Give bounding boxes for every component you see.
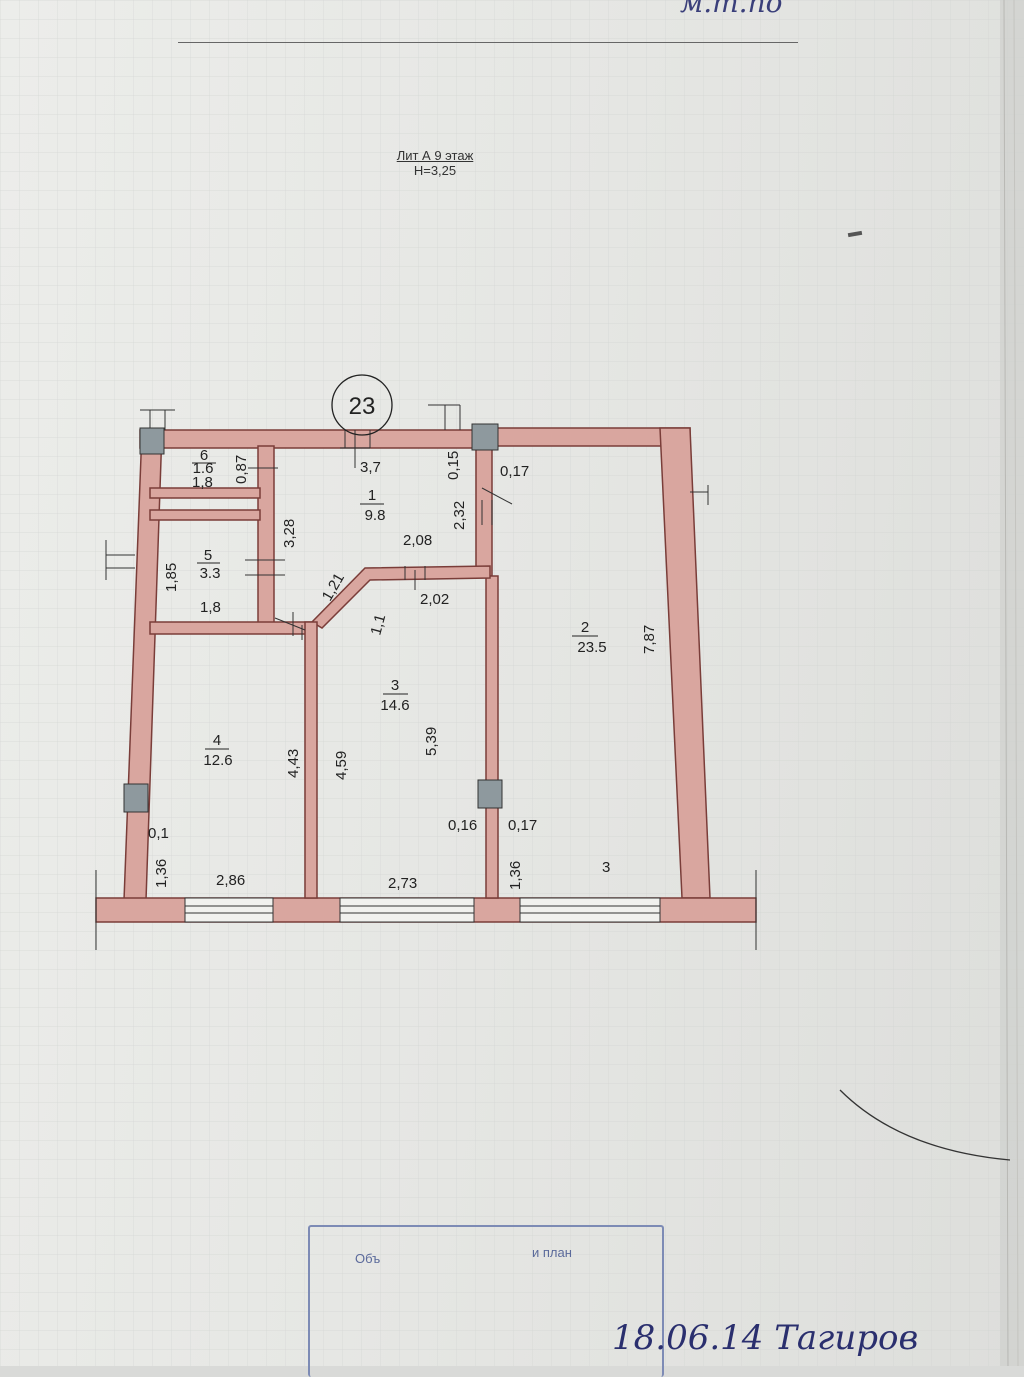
- room-6-number: 6: [200, 447, 208, 464]
- room-4-area: 12.6: [203, 752, 232, 769]
- dim-wall-016: 0,16: [448, 817, 477, 834]
- room-2-number: 2: [581, 619, 589, 636]
- dim-pier-left: 1,36: [153, 859, 170, 888]
- stamp-text-1: Объ: [355, 1251, 381, 1266]
- dim-room3-right: 5,39: [423, 727, 440, 756]
- wall-bath-right: [257, 445, 275, 627]
- dim-room6-width: 0,87: [233, 455, 250, 484]
- ceiling-height: H=3,25: [413, 163, 457, 178]
- dim-corridor-width: 3,7: [360, 459, 381, 476]
- window-room3: [339, 897, 475, 923]
- room-1-number: 1: [368, 487, 376, 504]
- room-5-area: 3.3: [200, 565, 221, 582]
- room-5-number: 5: [204, 547, 212, 564]
- top-handwritten-mark: м.т.по: [680, 0, 783, 19]
- wall-room5-top: [149, 509, 261, 521]
- dim-room4-length: 4,43: [285, 749, 302, 778]
- stamp-text-2: и план: [532, 1245, 572, 1260]
- wall-top-right: [484, 427, 691, 447]
- wall-room4-right: [304, 621, 318, 899]
- dim-wall-017-mid: 0,17: [508, 817, 537, 834]
- dim-pier-mid: 1,36: [507, 861, 524, 890]
- wall-top-left: [139, 429, 486, 449]
- window-room2: [519, 897, 661, 923]
- dim-wall-015: 0,15: [445, 451, 462, 480]
- dim-room3-window: 2,73: [388, 875, 417, 892]
- dim-corridor-328: 3,28: [281, 519, 298, 548]
- room-3-number: 3: [391, 677, 399, 694]
- dim-wall-01: 0,1: [148, 825, 169, 842]
- column-top-left: [139, 427, 165, 455]
- unit-number: 23: [349, 393, 376, 420]
- handwritten-signature: 18.06.14 Тагиров: [612, 1318, 919, 1358]
- wall-corridor-right: [475, 445, 493, 577]
- wall-room6-bottom: [149, 487, 261, 499]
- dim-room5-height: 1,85: [163, 563, 180, 592]
- dim-wall-017-top: 0,17: [500, 463, 529, 480]
- wall-room2-left: [485, 575, 499, 899]
- room-1-area: 9.8: [365, 507, 386, 524]
- dim-room2-length: 7,87: [641, 625, 658, 654]
- dim-diagonal-11: 1,1: [367, 612, 389, 637]
- dim-room5-width: 1,8: [200, 599, 221, 616]
- dim-room2-window: 3: [602, 859, 610, 876]
- dim-room3-left: 4,59: [333, 751, 350, 780]
- room-6-area: 1.6: [193, 460, 214, 477]
- dim-room6-length: 1,8: [192, 474, 213, 491]
- room-3-area: 14.6: [380, 697, 409, 714]
- top-frame: [178, 0, 798, 43]
- dim-corridor-208: 2,08: [403, 532, 432, 549]
- dim-corridor-232: 2,32: [451, 501, 468, 530]
- dim-room4-window: 2,86: [216, 872, 245, 889]
- column-mid: [477, 779, 503, 809]
- room-4-number: 4: [213, 732, 221, 749]
- dim-room3-top: 2,02: [420, 591, 449, 608]
- wall-right: [659, 427, 711, 899]
- unit-number-circle: [331, 374, 393, 436]
- room-2-area: 23.5: [577, 639, 606, 656]
- plan-title: Лит А 9 этаж H=3,25: [360, 148, 510, 178]
- column-left: [123, 783, 149, 813]
- column-top-mid: [471, 423, 499, 451]
- window-room4: [184, 897, 274, 923]
- approval-stamp: Объ и план: [308, 1225, 664, 1377]
- floor-title: Лит А 9 этаж: [396, 148, 474, 163]
